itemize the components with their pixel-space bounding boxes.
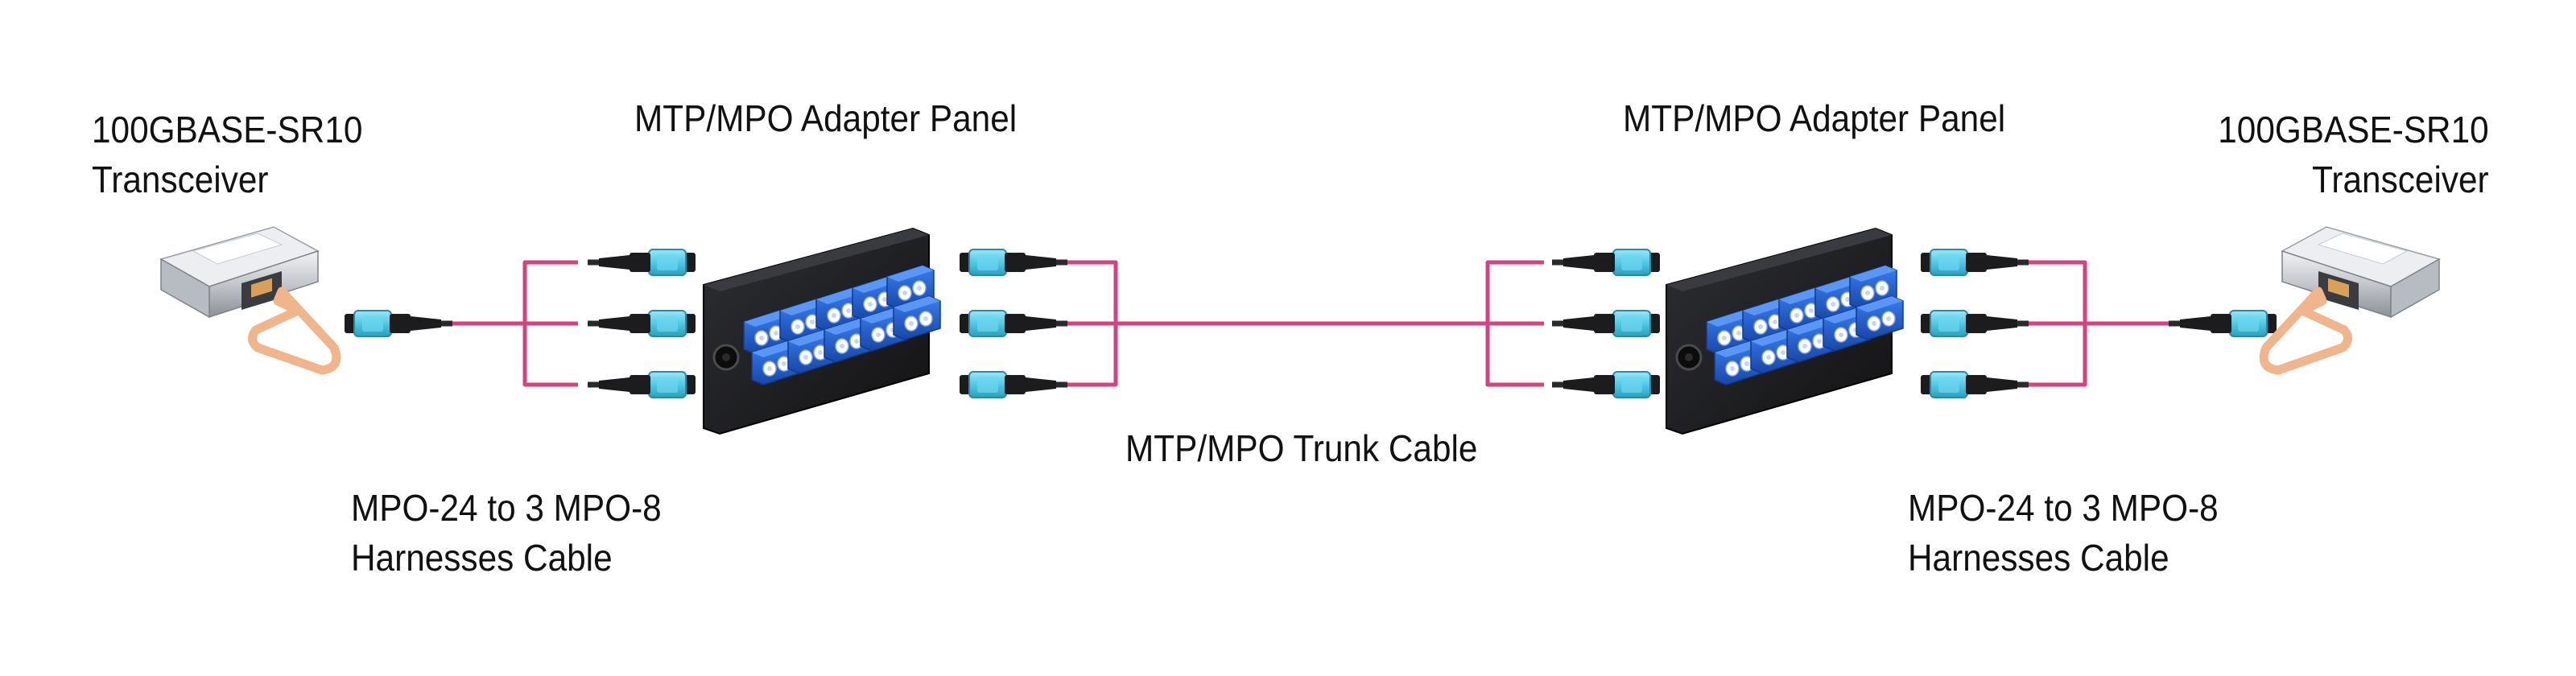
left-adapter-panel: [704, 229, 940, 434]
right-transceiver-image: [2264, 227, 2439, 370]
left-trunk-connectors: [959, 249, 1068, 398]
right-panel-label: MTP/MPO Adapter Panel: [1623, 97, 2006, 139]
left-transceiver-image: [161, 227, 336, 370]
left-harness-label-line1: MPO-24 to 3 MPO-8: [351, 487, 662, 529]
right-harness-label-line2: Harnesses Cable: [1908, 537, 2169, 579]
right-harness-label: MPO-24 to 3 MPO-8 Harnesses Cable: [1908, 483, 2219, 583]
left-panel-label: MTP/MPO Adapter Panel: [634, 97, 1018, 139]
left-harness-label: MPO-24 to 3 MPO-8 Harnesses Cable: [351, 483, 662, 583]
right-transceiver-label-line2: Transceiver: [2312, 159, 2489, 200]
trunk-cable: [1067, 260, 1544, 387]
left-transceiver-label: 100GBASE-SR10 Transceiver: [92, 105, 362, 204]
right-transceiver-label-line1: 100GBASE-SR10: [2218, 109, 2489, 150]
left-harness-mpo8-connectors: [588, 249, 696, 398]
right-harness-mpo24-connector: [2169, 311, 2277, 336]
right-adapter-panel: [1666, 229, 1903, 434]
right-trunk-connectors: [1552, 249, 1660, 398]
left-transceiver-label-line2: Transceiver: [92, 159, 269, 200]
left-harness-label-line2: Harnesses Cable: [351, 537, 613, 579]
right-harness-cable: [2029, 260, 2169, 387]
left-harness-mpo24-connector: [344, 310, 453, 337]
right-harness-label-line1: MPO-24 to 3 MPO-8: [1908, 487, 2219, 529]
right-transceiver-label: 100GBASE-SR10 Transceiver: [2219, 105, 2489, 204]
left-transceiver-label-line1: 100GBASE-SR10: [92, 109, 363, 150]
trunk-cable-label: MTP/MPO Trunk Cable: [1125, 427, 1478, 469]
left-harness-cable: [451, 260, 578, 387]
right-harness-mpo8-connectors: [1920, 249, 2029, 398]
